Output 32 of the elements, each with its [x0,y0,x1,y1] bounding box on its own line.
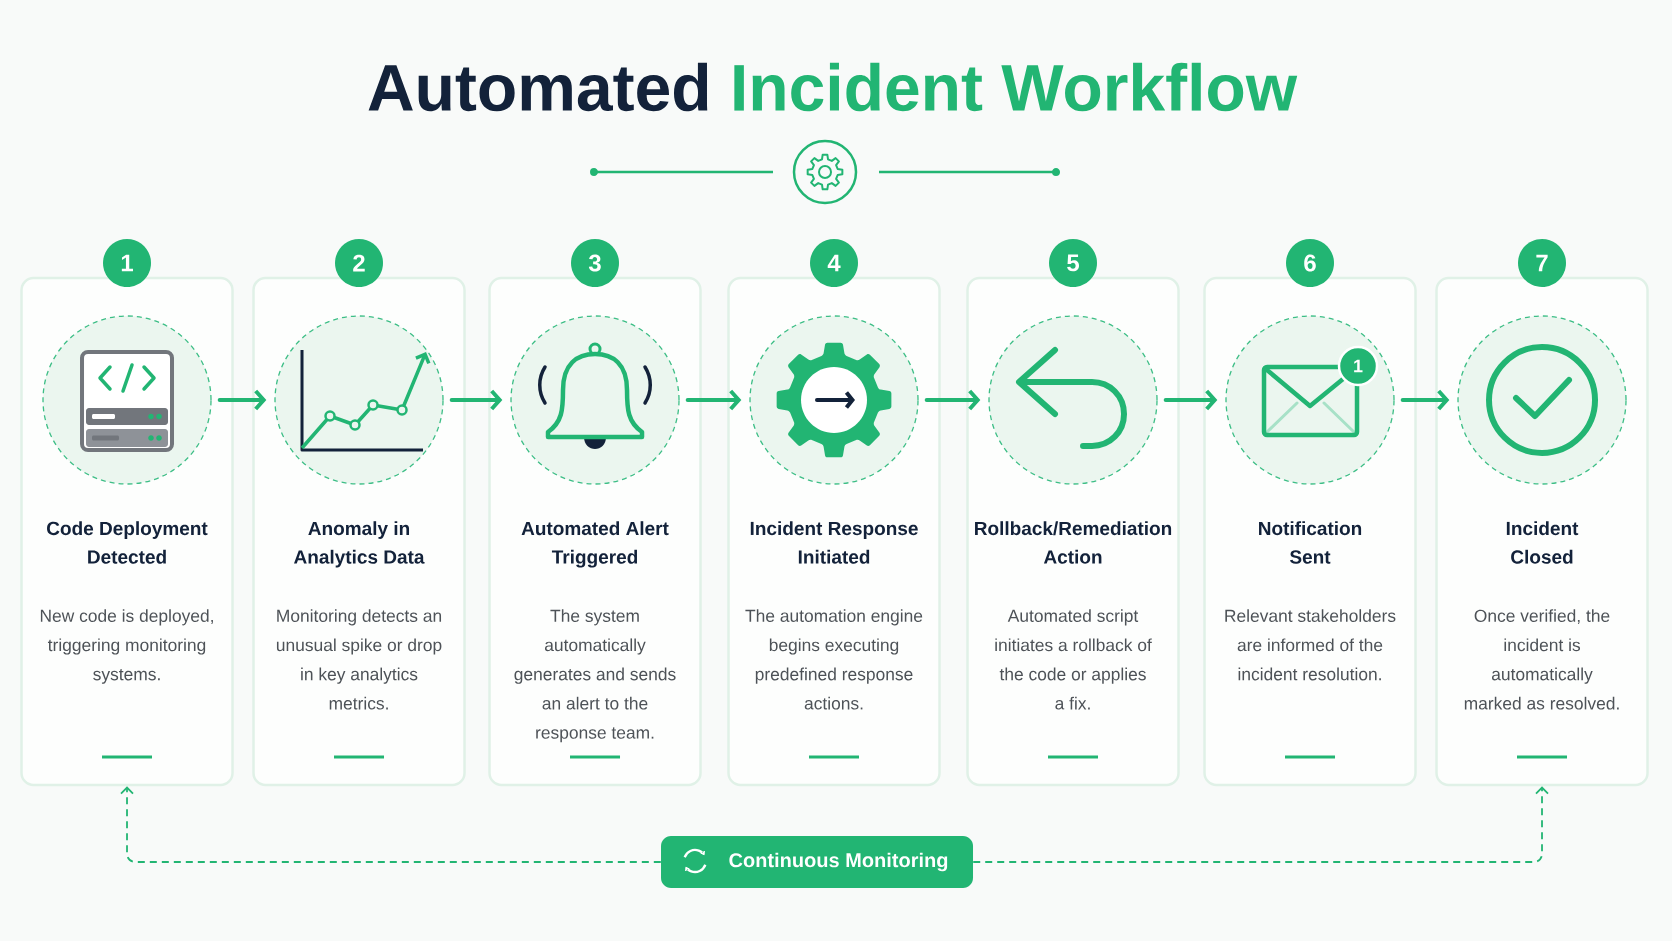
arrow [217,389,267,411]
title: Automated Incident Workflow [368,62,1298,112]
number-badge: 3 [571,239,619,287]
step-title: Anomaly in Analytics Data [294,521,425,568]
arrow [1163,389,1218,411]
number-badge: 2 [335,239,383,287]
step-description: Automated script initiates a rollback of the code or applies a fix. [995,609,1152,710]
arrow [685,389,742,411]
arrow [924,389,981,411]
step-description: Monitoring detects an unusual spike or drop in key analytics metrics. [276,609,442,710]
step-description: The system automatically generates and sends an alert to the response team. [514,609,676,743]
step-description: Once verified, the incident is automatically marked as resolved. [1464,609,1619,710]
step-description: Relevant stakeholders are informed of the incident resolution. [1225,609,1396,681]
notification-badge: 1 [1337,345,1379,387]
number-badge: 6 [1286,239,1334,287]
number-badge: 4 [810,239,858,287]
arrow [449,389,503,411]
number-badge: 7 [1518,239,1566,287]
step-title: Notification Sent [1259,521,1362,564]
arrow [1400,389,1450,411]
step-title: Incident Closed [1506,521,1579,564]
step-title: Automated Alert Triggered [521,521,669,568]
step-title: Rollback/Remediation Action [975,521,1172,564]
dashed-arrow [120,786,662,863]
dashed-arrow [972,786,1549,863]
pill-label: Continuous Monitoring [661,836,973,888]
step-title: Incident Response Initiated [750,521,918,564]
step-title: Code Deployment Detected [47,521,208,564]
number-badge: 5 [1049,239,1097,287]
step-description: The automation engine begins executing predefined response actions. [745,609,923,710]
number-badge: 1 [103,239,151,287]
step-description: New code is deployed, triggering monitoring systems. [40,609,213,684]
